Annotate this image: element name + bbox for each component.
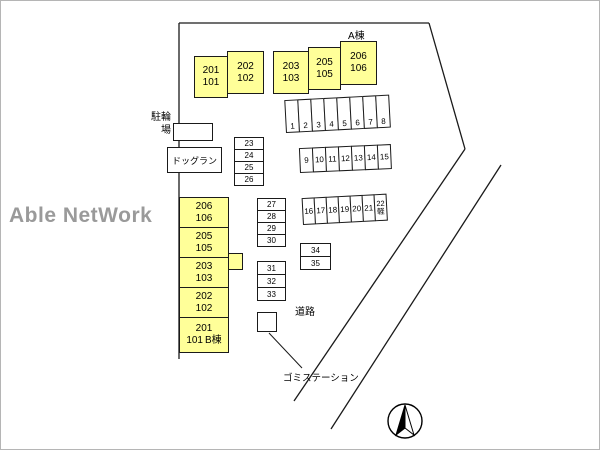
unit-number-lower: 106: [195, 212, 213, 224]
building-b-label: B棟: [205, 335, 222, 346]
garbage-station-box: [257, 312, 277, 332]
garbage-pointer-line: [268, 332, 303, 369]
building-b-unit-202: 202 102: [179, 287, 229, 318]
unit-number-lower: 103: [282, 72, 300, 84]
unit-number-lower-with-label: 101 B棟: [186, 335, 221, 347]
parking-stall: 30: [257, 234, 286, 247]
parking-row-1-8: 1 2 3 4 5 6 7 8: [284, 94, 391, 134]
building-a-label: A棟: [348, 31, 365, 42]
unit-number-upper: 206: [195, 200, 213, 212]
parking-stall: 8: [375, 94, 391, 129]
unit-number-upper: 205: [195, 230, 213, 242]
unit-number-upper: 202: [195, 290, 213, 302]
garbage-station-label: ゴミステーション: [283, 373, 359, 384]
parking-stall: 26: [234, 173, 264, 186]
watermark-text: Able NetWork: [9, 204, 153, 227]
unit-number-upper: 201: [202, 65, 220, 76]
parking-stack-27-30: 27 28 29 30: [257, 198, 286, 247]
unit-number-upper: 201: [195, 323, 213, 334]
road-edge-line-1: [293, 148, 466, 402]
unit-number-upper: 206: [350, 51, 367, 62]
parking-stack-31-33: 31 32 33: [257, 261, 286, 301]
building-b-entrance-block: [228, 253, 243, 270]
parking-stall: 31: [257, 261, 286, 275]
building-b-unit-203: 203 103: [179, 257, 229, 288]
parking-stall: 15: [376, 144, 392, 170]
kei-car-label: 軽: [376, 206, 385, 216]
unit-number-upper: 203: [195, 260, 213, 272]
parking-stall: 34: [300, 243, 331, 257]
road-edge-line-2: [330, 164, 502, 430]
parking-stall: 32: [257, 274, 286, 288]
bicycle-parking-label: 駐輪 場: [143, 111, 171, 137]
building-b-unit-205: 205 105: [179, 227, 229, 258]
unit-number-lower: 101: [186, 335, 203, 346]
unit-number-lower: 106: [350, 63, 367, 74]
parking-row-16-22: 16 17 18 19 20 21 22 軽: [301, 193, 388, 226]
bicycle-parking-area: [173, 123, 213, 141]
building-b-unit-201: 201 101 B棟: [179, 317, 229, 353]
bicycle-label-line1: 駐輪: [151, 112, 171, 123]
building-a-unit-206: 206 106: [340, 41, 377, 85]
parking-stack-34-35: 34 35: [300, 243, 331, 270]
unit-number-upper: 203: [282, 60, 300, 72]
unit-number-lower: 103: [195, 272, 213, 284]
unit-number-lower: 102: [195, 302, 213, 314]
bicycle-label-line2: 場: [161, 125, 171, 136]
unit-number-upper: 205: [316, 56, 333, 68]
parking-stall: 33: [257, 287, 286, 301]
parking-stall-kei: 22 軽: [373, 193, 388, 222]
building-a-unit-205: 205 105: [308, 47, 341, 90]
building-a-unit-202: 202 102: [227, 51, 264, 94]
parking-stack-23-26: 23 24 25 26: [234, 137, 264, 186]
unit-number-upper: 202: [237, 60, 254, 72]
road-label: 道路: [295, 307, 315, 318]
building-a-unit-201: 201 101: [194, 56, 228, 98]
boundary-right-line: [428, 22, 466, 150]
unit-number-lower: 105: [195, 242, 213, 254]
compass-north-arrow: [387, 403, 423, 439]
parking-row-9-15: 9 10 11 12 13 14 15: [298, 144, 392, 174]
building-a-unit-203: 203 103: [273, 51, 309, 94]
parking-stall: 35: [300, 256, 331, 270]
unit-number-lower: 101: [202, 77, 220, 88]
unit-number-lower: 105: [316, 68, 333, 80]
building-b-unit-206: 206 106: [179, 197, 229, 228]
unit-number-lower: 102: [237, 72, 254, 84]
dog-run-area: ドッグラン: [167, 147, 222, 173]
